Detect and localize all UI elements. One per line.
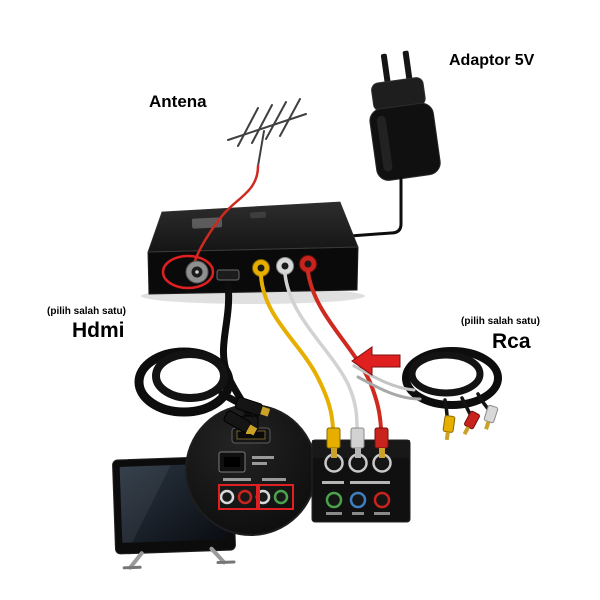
hdmi-port-icon — [216, 269, 240, 281]
rca-coil-plug-tip — [484, 420, 491, 430]
hdmi-label: Hdmi — [72, 319, 125, 342]
power-adapter-icon — [369, 50, 441, 181]
av-input-panel — [311, 439, 411, 523]
box-logo — [249, 211, 267, 219]
av-lower-jack-red — [373, 491, 391, 509]
panel-text-dash — [223, 478, 251, 481]
av-text-dash — [350, 481, 390, 484]
rca-coil-plug-tip — [444, 431, 450, 441]
panel-text-dash — [252, 456, 274, 459]
adaptor-label: Adaptor 5V — [449, 52, 535, 69]
av-lower-jack-blue — [349, 491, 367, 509]
hdmi-coil-plug-tip — [246, 424, 258, 436]
yellow-plug-tip — [331, 448, 337, 458]
rca-lead-cable — [352, 364, 416, 392]
rca-jack-red-hole — [304, 260, 312, 268]
rca-coil-plug-yellow — [442, 415, 456, 433]
antena-label: Antena — [149, 92, 207, 111]
tv-foot — [122, 565, 142, 570]
hdmi-coil-plug-tip — [260, 406, 271, 417]
av-text-dash — [326, 512, 342, 515]
yellow-plug — [326, 427, 341, 449]
tv-screen-glare — [119, 465, 171, 543]
tv-leg — [128, 551, 144, 570]
antenna-icon — [227, 98, 307, 167]
adapter-shine — [376, 115, 393, 172]
rca-note-label: (pilih salah satu) — [461, 316, 540, 327]
panel-av-highlight — [218, 484, 258, 510]
box-edge-highlight — [147, 246, 359, 253]
rf-port-pin — [195, 270, 199, 274]
rca-jack-yellow-hole — [257, 264, 265, 272]
tv-leg — [209, 546, 227, 565]
adapter-power-cable — [348, 176, 403, 238]
adapter-body — [369, 102, 441, 181]
rca-lead-cable — [356, 375, 422, 401]
hdmi-cable-coil — [134, 347, 271, 436]
audio-cable-white — [283, 272, 359, 430]
red-plug-tip — [379, 448, 385, 458]
box-top-face — [147, 201, 359, 253]
white-plug — [350, 427, 365, 449]
antenna-cable — [192, 164, 260, 266]
panel-text-dash — [252, 462, 267, 465]
hdmi-note-label: (pilih salah satu) — [47, 306, 126, 317]
adapter-prong — [402, 50, 413, 81]
red-plug — [374, 427, 389, 449]
white-plug-tip — [355, 448, 361, 458]
rca-arrow-icon — [351, 346, 401, 376]
panel-av-jack — [273, 489, 289, 505]
adapter-prong — [380, 53, 391, 84]
tv-foot — [216, 560, 236, 565]
set-top-box — [147, 201, 359, 295]
rca-coil-plug-tip — [462, 426, 471, 436]
rca-cable-coil — [402, 347, 502, 441]
av-text-dash — [352, 512, 364, 515]
rf-port-highlight — [161, 254, 215, 290]
rca-label: Rca — [492, 330, 531, 353]
av-text-dash — [374, 512, 390, 515]
panel-lan-inner — [224, 457, 240, 467]
av-text-dash — [322, 481, 344, 484]
panel-text-dash — [262, 478, 286, 481]
panel-av-highlight — [258, 484, 294, 510]
rca-jack-white-hole — [281, 262, 289, 270]
video-cable-yellow — [259, 274, 335, 430]
panel-av-jack — [219, 489, 235, 505]
av-lower-jack-green — [325, 491, 343, 509]
panel-av-jack — [237, 489, 253, 505]
